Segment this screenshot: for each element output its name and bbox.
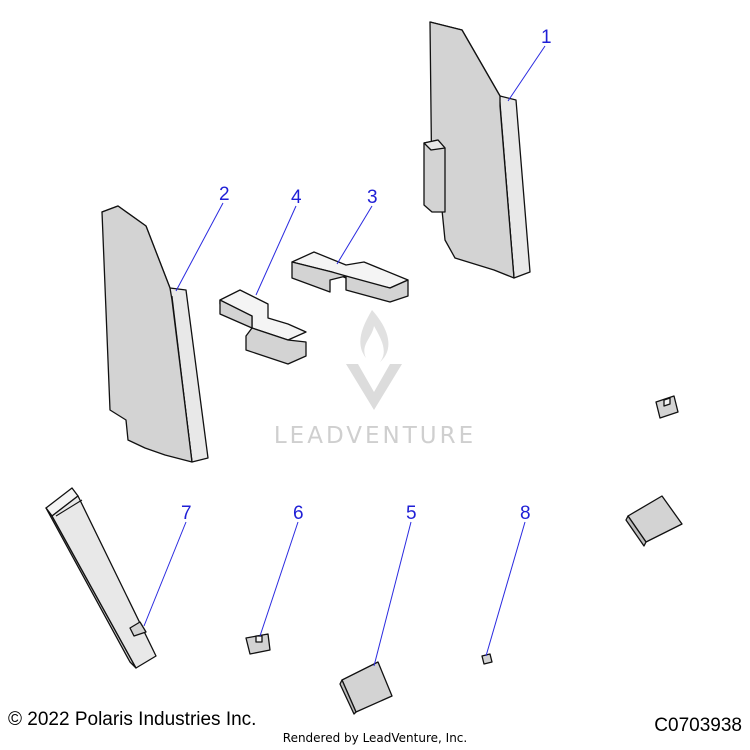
rendered-by-text: Rendered by LeadVenture, Inc. [282, 731, 468, 745]
part-6-clip[interactable] [245, 633, 271, 655]
callout-8[interactable]: 8 [520, 503, 531, 524]
callout-3[interactable]: 3 [367, 187, 378, 208]
copyright-text: © 2022 Polaris Industries Inc. [8, 709, 257, 730]
callout-4[interactable]: 4 [291, 187, 302, 208]
unlabeled-clip[interactable] [655, 395, 679, 419]
callout-5[interactable]: 5 [406, 503, 417, 524]
callout-labels: 1 2 3 4 5 6 7 8 [181, 27, 552, 524]
leader-line-1 [507, 45, 546, 102]
part-8-nut[interactable] [481, 653, 493, 665]
part-7-strip[interactable] [45, 487, 157, 669]
leader-line-8 [485, 521, 526, 657]
callout-1[interactable]: 1 [541, 27, 552, 48]
part-3-block[interactable] [291, 251, 409, 303]
leader-line-2 [175, 202, 224, 292]
diagram-id: C0703938 [654, 715, 742, 736]
leader-lines [143, 45, 546, 667]
leader-line-7 [143, 521, 187, 627]
part-1-panel[interactable] [423, 21, 531, 279]
part-4-block[interactable] [219, 289, 307, 365]
flame-icon [360, 310, 389, 362]
callout-7[interactable]: 7 [181, 503, 192, 524]
leadventure-watermark: LEADVENTURE [274, 310, 476, 449]
watermark-brand: LEADVENTURE [274, 423, 476, 449]
unlabeled-pad[interactable] [625, 495, 683, 547]
part-2-panel[interactable] [101, 205, 209, 463]
v-logo-icon [346, 364, 402, 410]
leader-line-5 [373, 521, 412, 667]
leader-line-4 [255, 205, 297, 296]
leader-line-6 [259, 521, 299, 637]
part-5-pad[interactable] [339, 661, 393, 715]
callout-6[interactable]: 6 [293, 503, 304, 524]
callout-2[interactable]: 2 [219, 184, 230, 205]
leader-line-3 [336, 205, 373, 265]
